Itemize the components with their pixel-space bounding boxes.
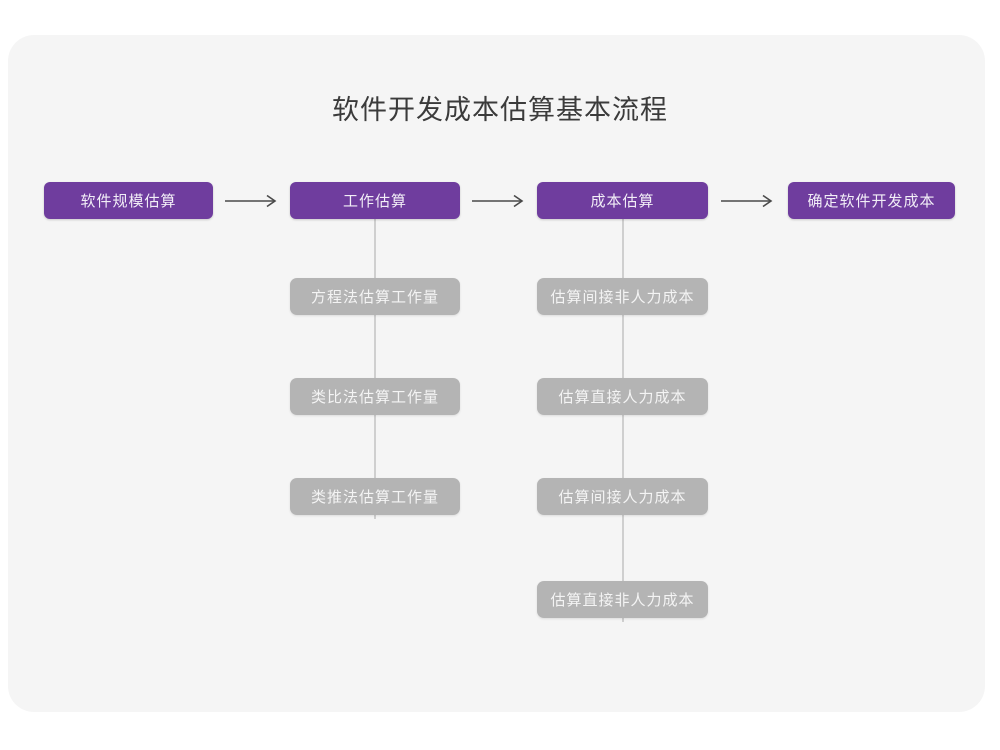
flow-substep-direct-labor-cost[interactable]: 估算直接人力成本 <box>537 378 708 415</box>
page-title: 软件开发成本估算基本流程 <box>332 95 668 125</box>
flow-step-label: 确定软件开发成本 <box>807 193 936 210</box>
flow-arrow-3 <box>708 182 788 219</box>
flow-substep-equation-method-effort[interactable]: 方程法估算工作量 <box>290 278 460 315</box>
connector-line-column-3 <box>622 219 624 622</box>
flow-step-label: 工作估算 <box>342 193 407 210</box>
flow-step-label: 软件规模估算 <box>80 193 177 210</box>
flow-substep-label: 估算间接人力成本 <box>558 489 687 506</box>
diagram-card <box>8 35 985 712</box>
flow-substep-direct-nonlabor-cost[interactable]: 估算直接非人力成本 <box>537 581 708 618</box>
flow-substep-label: 方程法估算工作量 <box>310 289 439 306</box>
flow-substep-label: 估算间接非人力成本 <box>550 289 695 306</box>
flow-substep-indirect-nonlabor-cost[interactable]: 估算间接非人力成本 <box>537 278 708 315</box>
flow-step-work-estimation[interactable]: 工作估算 <box>290 182 460 219</box>
flow-substep-label: 类比法估算工作量 <box>310 389 439 406</box>
connector-line-column-2 <box>374 219 376 519</box>
flow-substep-label: 估算直接人力成本 <box>558 389 687 406</box>
flow-substep-indirect-labor-cost[interactable]: 估算间接人力成本 <box>537 478 708 515</box>
flow-substep-label: 类推法估算工作量 <box>310 489 439 506</box>
flow-step-software-size-estimation[interactable]: 软件规模估算 <box>44 182 213 219</box>
flow-substep-label: 估算直接非人力成本 <box>550 592 695 609</box>
flow-arrow-2 <box>460 182 537 219</box>
flow-arrow-1 <box>213 182 290 219</box>
flow-step-determine-software-development-cost[interactable]: 确定软件开发成本 <box>788 182 955 219</box>
flow-substep-analogy-method-effort[interactable]: 类比法估算工作量 <box>290 378 460 415</box>
flow-step-label: 成本估算 <box>590 193 655 210</box>
flow-substep-inference-method-effort[interactable]: 类推法估算工作量 <box>290 478 460 515</box>
flow-step-cost-estimation[interactable]: 成本估算 <box>537 182 708 219</box>
